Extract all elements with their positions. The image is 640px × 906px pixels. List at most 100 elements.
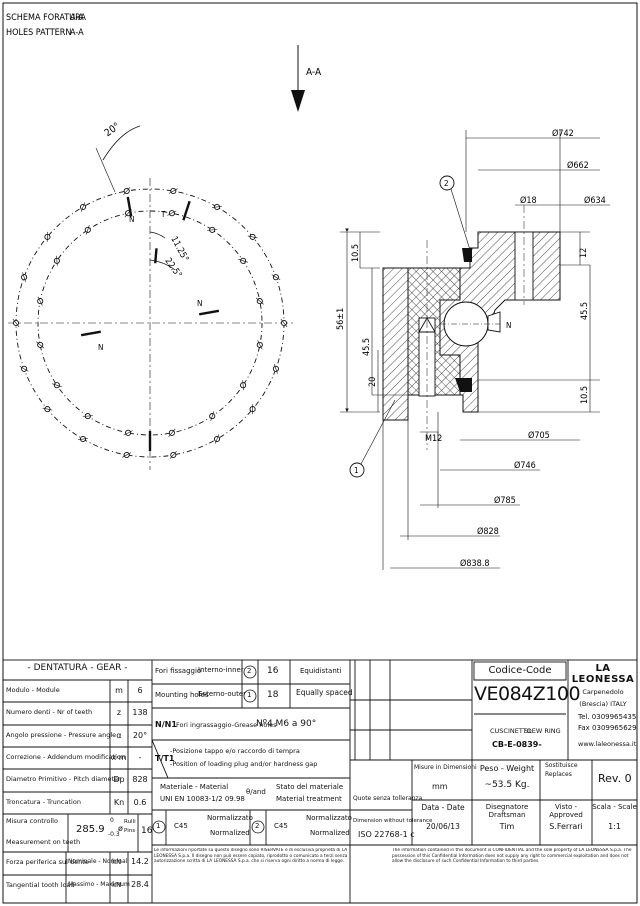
gear-row-symbol: Dp: [113, 775, 125, 785]
dim-d662: Ø662: [567, 160, 589, 171]
mat1-value: C45: [174, 822, 188, 830]
gear-row-value: 0.6: [133, 797, 147, 807]
mark-n-2: N: [197, 299, 202, 308]
mat1-circle: [152, 820, 166, 834]
balloon-1: [349, 462, 365, 478]
gear-row-value: 20°: [132, 730, 148, 740]
mounting-label: Mounting holes: [155, 691, 209, 699]
fori-inner-circle: [243, 665, 257, 679]
fori-outer-value: 18: [267, 690, 279, 700]
dim-d742: Ø742: [552, 128, 574, 139]
grease-mark: [80, 330, 102, 337]
tolerance-std: ISO 22768-1 c: [358, 830, 415, 839]
dim-10-5-bottom: 10.5: [580, 386, 590, 404]
angle-b-arc: [149, 259, 176, 271]
dim-d828: Ø828: [477, 526, 499, 537]
gear-row-symbol: Kn: [113, 797, 125, 807]
gear-row-label: Modulo - Module: [6, 686, 60, 694]
mark-n-3: N: [98, 343, 103, 352]
dim-10-5-top: 10.5: [351, 244, 361, 262]
mark-n-1: N: [129, 215, 134, 224]
balloon-1-label: 1: [354, 466, 359, 475]
mat1-num: 1: [156, 822, 161, 830]
section-mark-n: N: [506, 321, 511, 330]
dim-tolerance-label: Dimension without tolerance: [353, 818, 433, 824]
plug-symbol: T/T1: [155, 754, 175, 763]
code-sub: CB-E-0839-: [492, 740, 542, 749]
balloon-2: [439, 175, 455, 191]
gear-row-value: 828: [132, 775, 148, 785]
gear-row-label: Numero denti - Nr of teeth: [6, 708, 93, 717]
gear-row-symbol: x·m: [111, 752, 127, 762]
gear-row-label: Correzione - Addendum modification: [6, 752, 126, 761]
mat2-num: 2: [255, 822, 260, 830]
load-unit: kN: [112, 881, 122, 889]
mat2-treat-2: Normalized: [310, 829, 350, 837]
section-marker: A-A: [291, 45, 322, 112]
gear-row-label: Angolo pressione - Pressure angle: [6, 730, 117, 739]
gear-row-symbol: z: [116, 708, 122, 718]
dim-12: 12: [579, 248, 589, 258]
mat2-circle: [251, 820, 265, 834]
pitch-angle-label: 20°: [103, 121, 122, 139]
upper-seal: [462, 248, 472, 262]
company-web: www.laleonessa.it: [578, 740, 637, 748]
mat2-value: C45: [274, 822, 288, 830]
section-view: N: [336, 128, 610, 570]
dim-56: 56±1: [336, 308, 346, 330]
company-line-1: Carpenedolo: [582, 688, 624, 696]
scale-label: Scala - Scale: [592, 803, 637, 811]
treatment-label-2: Material treatment: [276, 795, 342, 803]
units-value: mm: [432, 782, 448, 791]
holes-pattern: 20° 11.25° 22.5° N T N N: [8, 121, 295, 470]
grease-mark: [198, 309, 220, 316]
pin-value: 16: [141, 826, 153, 836]
gear-row-value: 138: [132, 708, 148, 718]
plug-en: -Position of loading plug and/or hardnes…: [170, 760, 318, 768]
grease-mark: [126, 196, 133, 217]
section-id-2: A-A: [70, 28, 84, 38]
dim-45-5-left: 45.5: [362, 338, 372, 356]
draftsman-value: Tim: [499, 822, 515, 831]
dim-d785: Ø785: [494, 495, 516, 506]
weight-value: ~53.5 Kg.: [484, 780, 530, 790]
rev-value: Rev. 0: [598, 772, 632, 785]
gear-row-label: Diametro Primitivo - Pitch diameter: [6, 775, 121, 784]
title-block-grid: [2, 659, 638, 904]
load-type: Massimo - Maximum: [68, 881, 130, 888]
load-label: Tangential tooth load: [6, 881, 75, 889]
lower-seal: [455, 378, 472, 392]
material-std: UNI EN 10083-1/2 09.98: [160, 795, 245, 803]
weight-label: Peso - Weight: [479, 764, 535, 773]
draftsman-label: Disegnatore Draftsman: [485, 803, 529, 819]
angle-a-arc: [149, 231, 166, 239]
section-marker-label: A-A: [306, 67, 322, 78]
code-value: VE084Z100: [474, 683, 581, 705]
dim-d705: Ø705: [528, 430, 550, 441]
confidential-note-it: Le informazioni riportate su questo dise…: [154, 848, 348, 865]
load-value: 28.4: [131, 880, 149, 889]
gear-row-symbol: α: [116, 730, 122, 740]
units-label: Misure in Dimensioni: [414, 764, 477, 771]
grease-value: Nº4 M6 a 90°: [256, 719, 317, 729]
treatment-label-1: Stato del materiale: [276, 783, 344, 791]
pin-label-1: Rulli: [124, 819, 136, 825]
quote-label: Quote senza tolleranza: [353, 795, 423, 802]
code-desc-en: SLEW RING: [524, 727, 561, 735]
gear-row-value: 6: [137, 686, 143, 695]
schema-label-en: HOLES PATTERN: [6, 28, 71, 38]
force-value: 14.2: [131, 857, 149, 866]
measure-label-1: Misura controllo: [6, 817, 58, 825]
gear-row-label: Troncatura - Truncation: [6, 797, 81, 806]
company-line-2: (Brescia) ITALY: [579, 700, 627, 708]
code-label: Codice-Code: [488, 665, 552, 676]
scale-value: 1:1: [608, 822, 621, 831]
mark-t: T: [160, 210, 166, 219]
measure-tol-lo: -0.3: [108, 831, 120, 838]
mat1-treat-1: Normalizzato: [207, 814, 253, 822]
fori-inner-value: 16: [267, 666, 279, 676]
fori-outer-label: Esterno-outer: [198, 690, 247, 698]
force-unit: kN: [112, 858, 122, 866]
fori-label: Fori fissaggio: [155, 667, 202, 675]
inner-pitch-circle: [37, 210, 263, 436]
